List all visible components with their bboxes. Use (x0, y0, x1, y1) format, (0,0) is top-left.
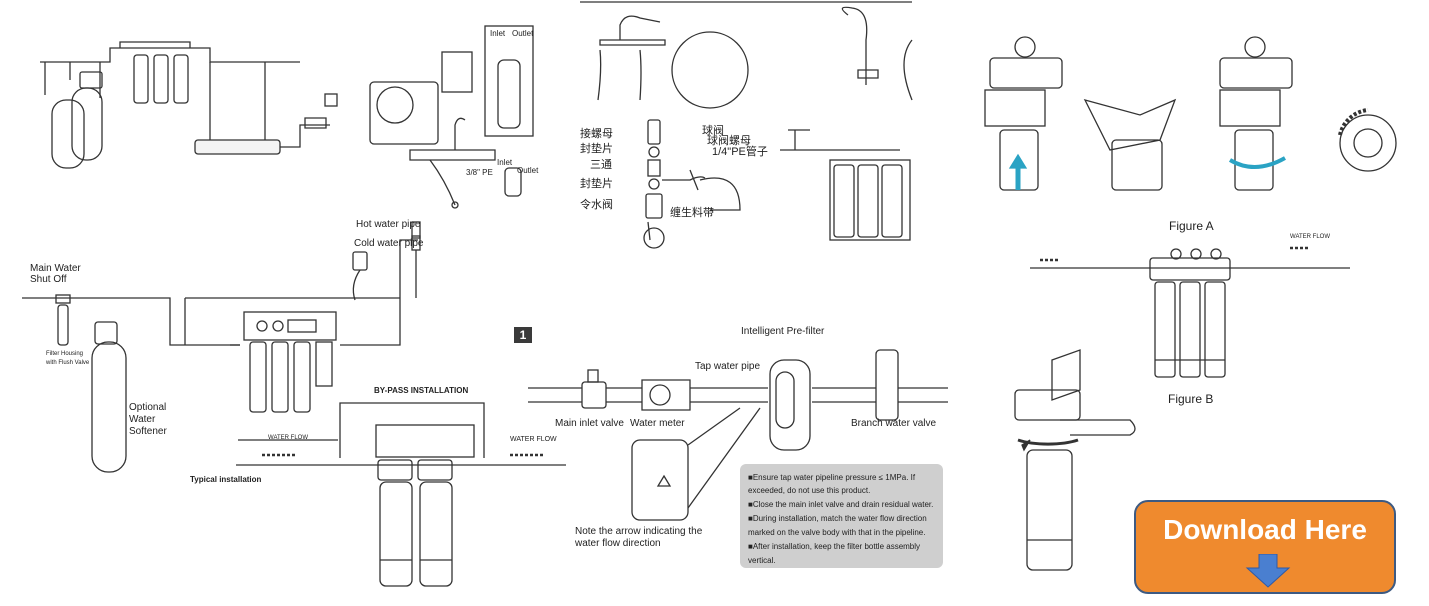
ball-nut-label: 球阀螺母 (707, 135, 751, 147)
download-button[interactable]: Download Here (1134, 500, 1396, 594)
panel-uv-system (40, 41, 338, 169)
panel-bypass-installation (236, 402, 566, 587)
gasket-label-1: 封垫片 (580, 143, 613, 155)
panel-faucet-parts (580, 1, 913, 249)
step-number-badge: 1 (514, 327, 532, 343)
arrow-down-icon (1245, 554, 1291, 588)
main-shutoff-label-2: Shut Off (30, 274, 67, 285)
tap-pipe-label: Tap water pipe (695, 361, 761, 372)
typical-installation-label: Typical installation (190, 475, 262, 484)
branch-valve-label: Branch water valve (851, 418, 937, 429)
bypass-title: BY-PASS INSTALLATION (374, 386, 469, 395)
ball-valve-label: 球阀 (702, 125, 724, 137)
inlet-label-2: Inlet (497, 158, 513, 167)
pipe-label: 3/8" PE (466, 168, 493, 177)
cold-pipe-label: Cold water pipe (354, 238, 424, 249)
panel-typical-installation (22, 221, 421, 473)
figure-b-caption: Figure B (1168, 392, 1214, 406)
nut-label: 接螺母 (580, 128, 613, 140)
note-line-4: ■During installation, match the water fl… (748, 514, 927, 523)
tape-label: 缠生料带 (670, 207, 714, 219)
arrow-note-line-2: water flow direction (575, 538, 661, 549)
note-line-3: ■Close the main inlet valve and drain re… (748, 500, 934, 509)
filter-housing-label-2: with Flush Valve (46, 360, 90, 366)
gasket-label-2: 封垫片 (580, 178, 613, 190)
outlet-label: Outlet (512, 29, 534, 38)
panel-prefilter-installation (528, 349, 948, 521)
prefilter-label: Intelligent Pre-filter (741, 326, 825, 337)
cold-valve-label: 令水阀 (580, 199, 613, 211)
water-flow-label-bypass: WATER FLOW (510, 436, 557, 443)
note-line-7: vertical. (748, 556, 776, 565)
download-button-label: Download Here (1163, 514, 1367, 545)
main-valve-label: Main inlet valve (555, 418, 624, 429)
figure-a-caption: Figure A (1169, 219, 1214, 233)
hot-pipe-label: Hot water pipe (356, 219, 421, 230)
softener-label-3: Softener (129, 426, 167, 437)
water-flow-label-typical: WATER FLOW (268, 435, 308, 441)
inlet-label: Inlet (490, 29, 506, 38)
meter-label: Water meter (630, 418, 685, 429)
panel-housing-wrench (1014, 349, 1136, 571)
outlet-label-2: Outlet (517, 166, 539, 175)
note-line-1: ■Ensure tap water pipeline pressure ≤ 1M… (748, 473, 916, 482)
filter-housing-label-1: Filter Housing (46, 351, 84, 357)
pe-pipe-label: 1/4"PE管子 (712, 146, 768, 158)
main-shutoff-label-1: Main Water (30, 263, 81, 274)
note-line-5: marked on the valve body with that in th… (748, 528, 926, 537)
tee-label: 三通 (590, 159, 612, 171)
panel-figure-b (1030, 246, 1350, 378)
water-flow-label-figure-b: WATER FLOW (1290, 234, 1330, 240)
panel-under-sink (369, 25, 534, 209)
panel-figure-a (984, 36, 1397, 191)
install-notes-box (740, 464, 943, 568)
note-line-6: ■After installation, keep the filter bot… (748, 542, 921, 551)
arrow-note-line-1: Note the arrow indicating the (575, 526, 703, 537)
softener-label-1: Optional (129, 402, 167, 413)
note-line-2: exceeded, do not use this product. (748, 486, 871, 495)
softener-label-2: Water (129, 414, 156, 425)
